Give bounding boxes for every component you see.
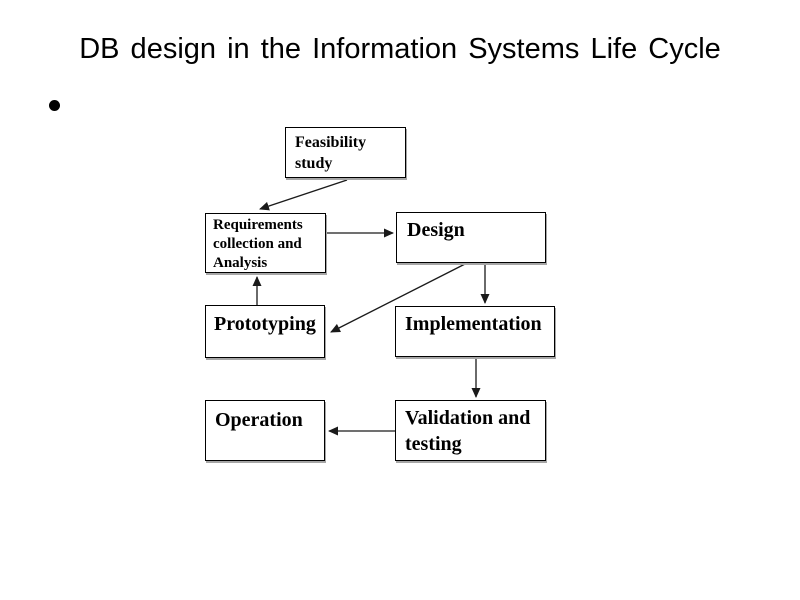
flow-box-prototyping: Prototyping [205,305,325,358]
flow-box-label: Requirements collection and Analysis [213,217,303,271]
flow-box-label: Operation [215,409,303,431]
flow-box-feasibility-study: Feasibility study [285,127,406,178]
flow-box-operation: Operation [205,400,325,461]
flow-box-validation-testing: Validation and testing [395,400,546,461]
slide-title: DB design in the Information Systems Lif… [79,33,721,65]
flow-box-design: Design [396,212,546,263]
arrow-feasibility-to-requirements [259,179,348,211]
bullet-icon [49,100,60,111]
flow-box-label: Validation and testing [405,407,531,455]
flow-box-implementation: Implementation [395,306,555,357]
flow-box-label: Design [407,219,465,241]
flow-box-label: Feasibility study [295,134,367,172]
flow-box-label: Prototyping [214,313,316,335]
flow-box-requirements-collection-analysis: Requirements collection and Analysis [205,213,326,273]
flow-box-label: Implementation [405,313,542,335]
